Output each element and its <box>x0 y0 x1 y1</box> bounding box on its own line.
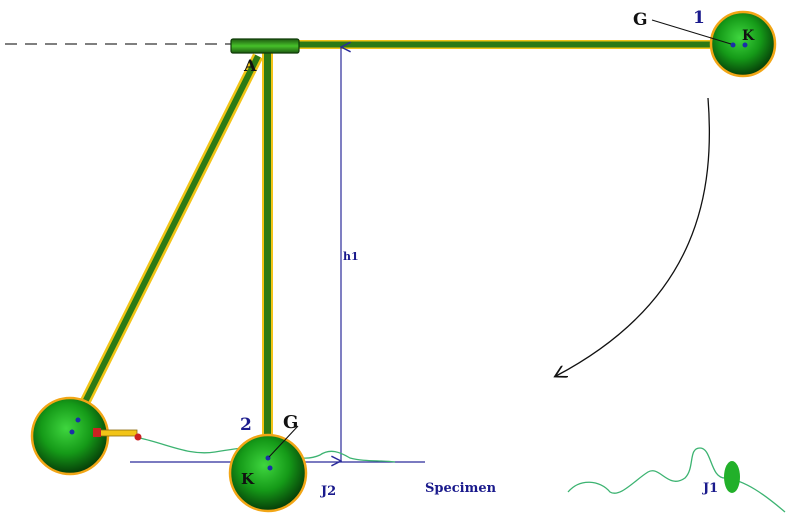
pendulum-arm-diagonal <box>77 53 263 411</box>
specimen-label: Specimen <box>425 481 497 496</box>
pivot-block <box>230 38 300 54</box>
swing-pointer <box>93 428 142 441</box>
pendulum-ball-position-2 <box>228 433 308 513</box>
center-of-gravity-dot-1 <box>730 42 736 48</box>
center-of-gravity-label-1: G <box>633 10 648 30</box>
energy-label-j2: J2 <box>320 484 336 499</box>
position-2-label: 2 <box>240 415 252 435</box>
striker-dot-1 <box>742 42 748 48</box>
pivot-label: A <box>243 56 257 75</box>
center-of-gravity-label-2: G <box>283 412 298 433</box>
swing-direction-arrow <box>556 97 710 376</box>
striker-label-1: K <box>742 28 755 44</box>
trace-line-right <box>567 447 786 513</box>
energy-label-j1: J1 <box>702 481 718 496</box>
position-1-label: 1 <box>693 8 705 28</box>
g-leader-line-1 <box>651 19 732 45</box>
striker-dot-2 <box>267 465 273 471</box>
pendulum-ball-position-1 <box>709 10 777 78</box>
height-label: h1 <box>343 250 359 263</box>
pendulum-arm-horizontal <box>298 40 718 49</box>
pendulum-ball-swung <box>30 396 110 476</box>
swung-ball-dot-mid <box>69 429 75 435</box>
swung-ball-dot-top <box>75 417 81 423</box>
energy-marker-j1 <box>724 461 740 493</box>
pendulum-arm-vertical <box>262 52 273 447</box>
striker-label-2: K <box>241 470 255 488</box>
g-leader-line-2 <box>268 425 299 458</box>
